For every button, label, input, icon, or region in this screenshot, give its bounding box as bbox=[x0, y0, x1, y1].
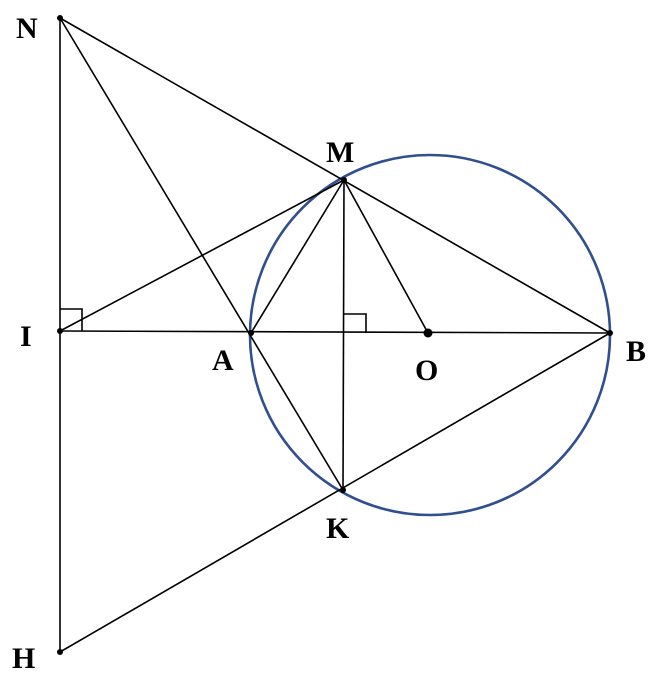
point-k bbox=[340, 487, 346, 493]
label-b: B bbox=[626, 335, 646, 368]
line-hb bbox=[59, 332, 611, 653]
line-mo bbox=[343, 179, 429, 334]
point-i bbox=[57, 328, 63, 334]
label-o: O bbox=[415, 354, 438, 387]
label-a: A bbox=[212, 344, 234, 377]
label-h: H bbox=[12, 642, 35, 675]
point-a bbox=[248, 330, 254, 336]
point-o bbox=[423, 328, 433, 338]
point-h bbox=[57, 649, 63, 655]
label-i: I bbox=[20, 320, 32, 353]
line-nk bbox=[59, 17, 344, 491]
right-angle-mark-i bbox=[60, 308, 83, 331]
line-nb bbox=[59, 17, 611, 334]
line-mk bbox=[342, 179, 345, 491]
point-n bbox=[57, 15, 63, 21]
point-b bbox=[607, 330, 613, 336]
line-ib bbox=[59, 330, 611, 334]
point-m bbox=[341, 177, 347, 183]
label-m: M bbox=[326, 136, 354, 169]
label-k: K bbox=[326, 512, 350, 545]
right-angle-mark-foot bbox=[344, 313, 367, 333]
line-im bbox=[59, 179, 345, 332]
label-n: N bbox=[16, 12, 38, 45]
line-ma bbox=[250, 179, 345, 334]
